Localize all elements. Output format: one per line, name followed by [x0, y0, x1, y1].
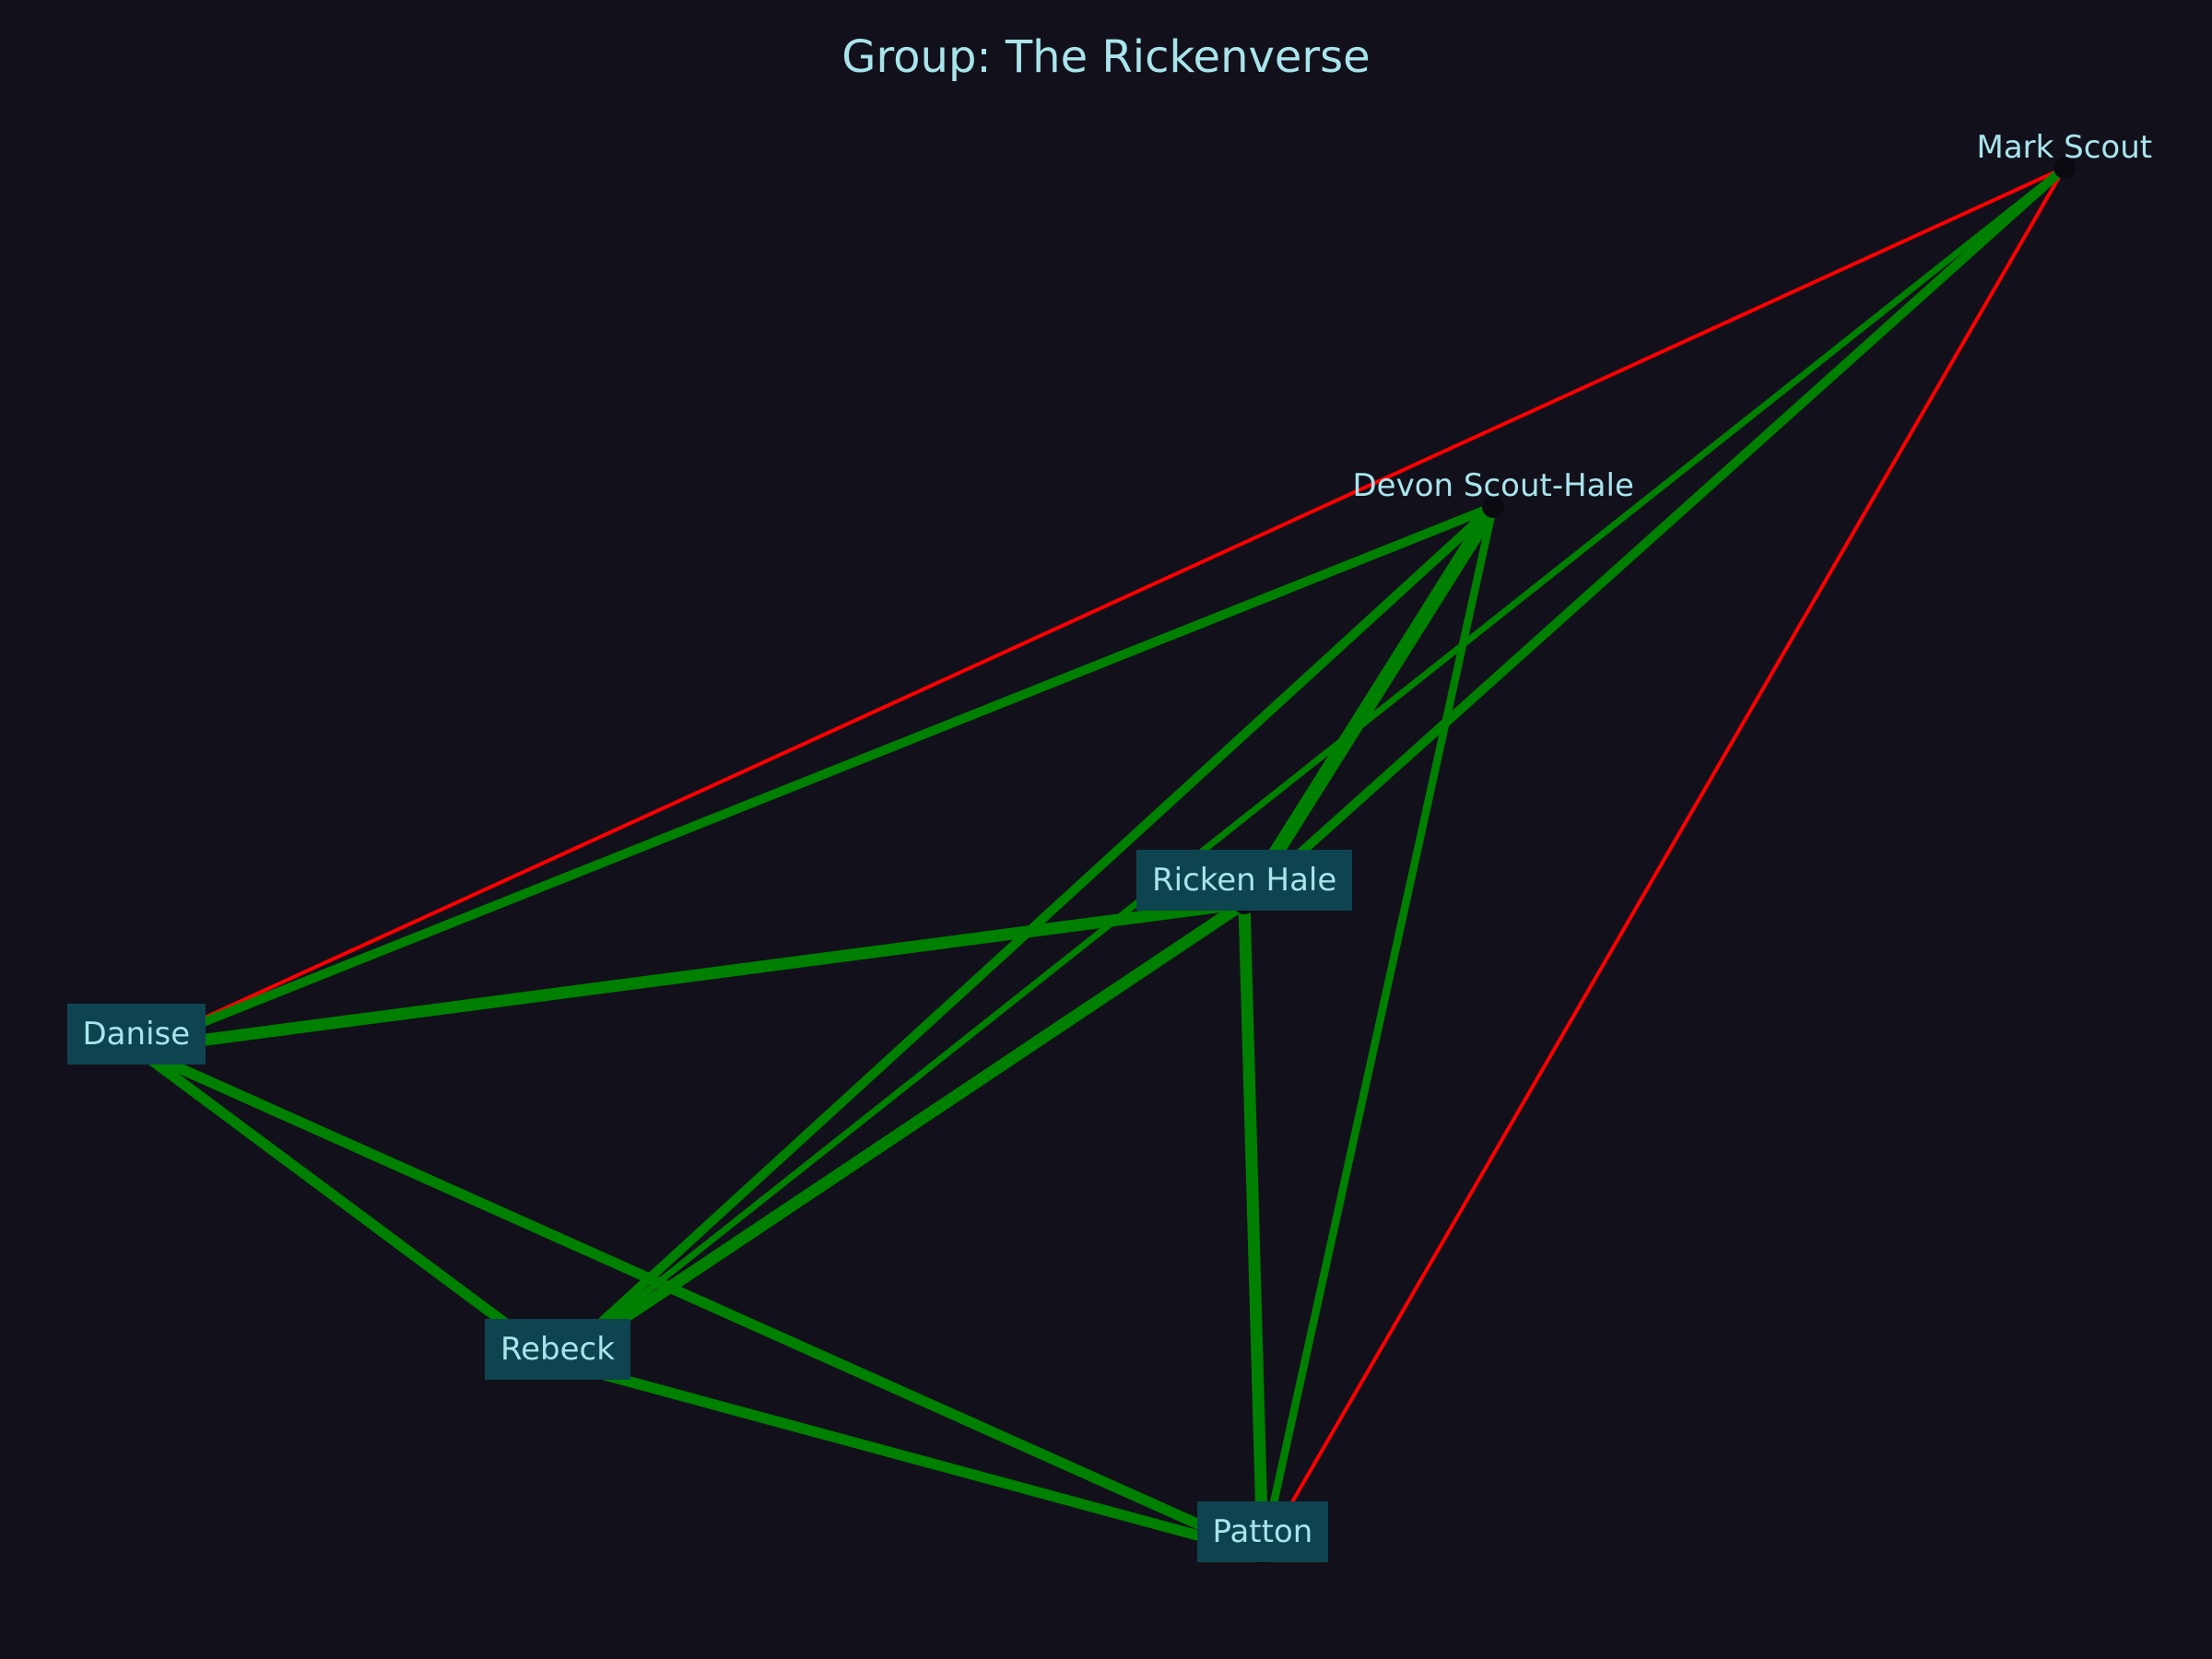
node-devon	[1482, 496, 1504, 518]
edge-mark-ricken	[1240, 163, 2069, 908]
edge-mark-patton	[1261, 166, 2066, 1555]
edges-layer	[130, 163, 2069, 1559]
edge-devon-ricken	[1237, 500, 1500, 911]
edge-devon-danise	[132, 502, 1498, 1053]
node-mark	[2053, 157, 2076, 179]
node-label-ricken: Ricken Hale	[1136, 850, 1353, 911]
edge-mark-danise	[135, 166, 2066, 1051]
edge-ricken-danise	[130, 897, 1251, 1055]
edge-ricken-rebeck	[551, 897, 1251, 1369]
edge-danise-patton	[131, 1043, 1268, 1559]
node-label-danise: Danise	[66, 1004, 206, 1065]
graph-title: Group: The Rickenverse	[841, 31, 1371, 83]
edge-devon-patton	[1258, 502, 1498, 1558]
node-label-patton: Patton	[1196, 1501, 1329, 1562]
node-label-devon: Devon Scout-Hale	[1352, 467, 1634, 504]
node-label-mark: Mark Scout	[1976, 129, 2153, 166]
edge-mark-rebeck	[554, 164, 2068, 1366]
node-label-rebeck: Rebeck	[485, 1319, 630, 1380]
edge-ricken-patton	[1238, 897, 1269, 1559]
edge-danise-rebeck	[131, 1043, 563, 1368]
edge-rebeck-patton	[552, 1357, 1268, 1559]
